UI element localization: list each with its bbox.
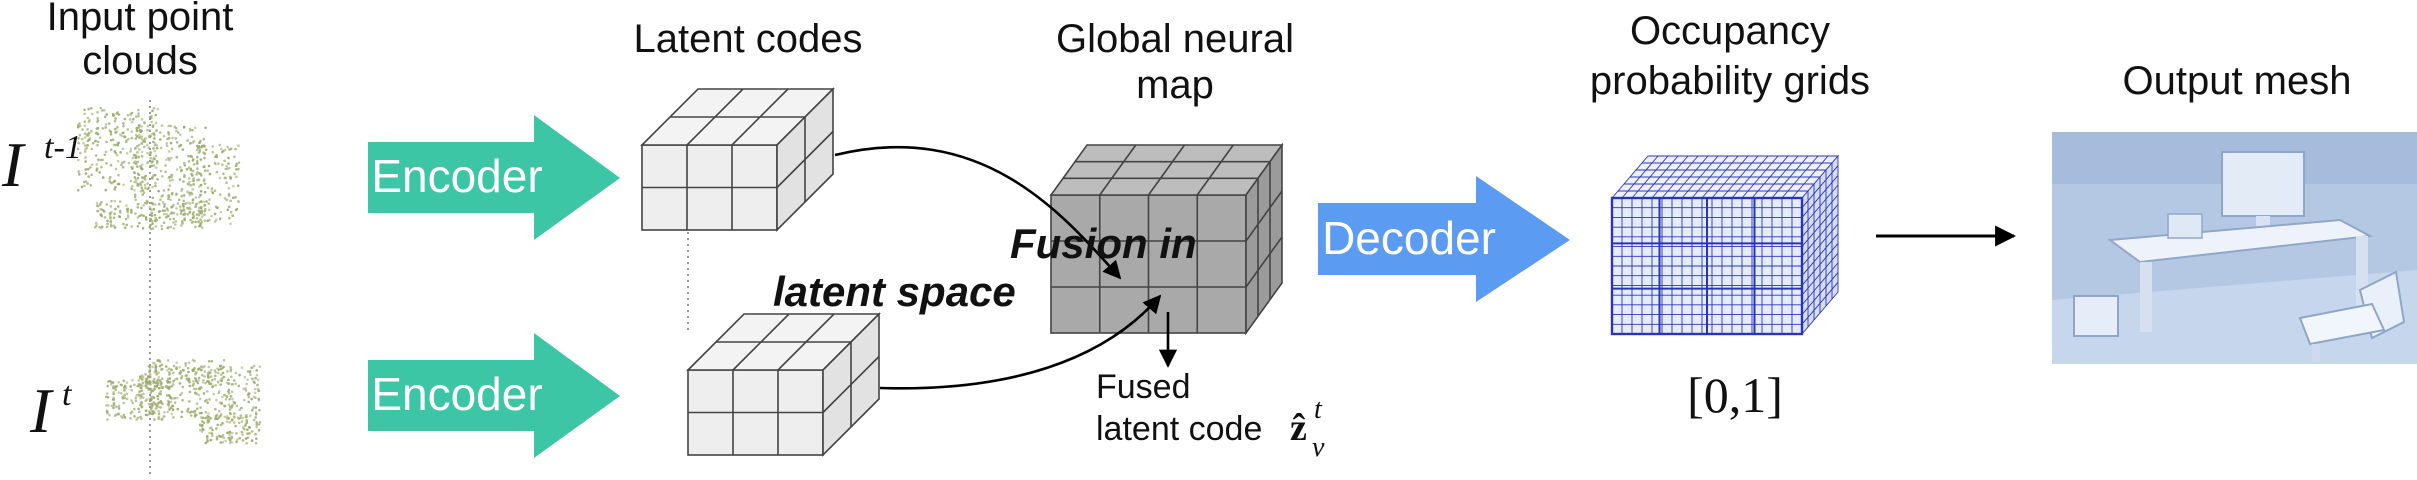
occupancy-title-line1: Occupancy	[1630, 9, 1830, 53]
fused-symbol-z: ẑ	[1290, 407, 1307, 449]
occupancy-range-label: [0,1]	[1687, 367, 1783, 423]
input-title-line1: Input point	[47, 0, 234, 39]
encoder-label-top: Encoder	[371, 150, 542, 202]
encoder-arrow-bottom: Encoder	[368, 333, 620, 458]
global-map-title-line2: map	[1136, 63, 1214, 107]
occupancy-grid-cube	[1610, 154, 1839, 336]
frame-prev-sup: t-1	[44, 129, 82, 166]
fused-symbol-sub: v	[1312, 432, 1325, 463]
point-cloud-prev	[76, 106, 241, 231]
point-cloud-curr	[104, 358, 262, 445]
fusion-arrow-top	[834, 145, 1122, 280]
encoder-label-bottom: Encoder	[371, 368, 542, 420]
fused-label-line2: latent code	[1096, 410, 1262, 448]
fusion-arrow-bottom	[879, 294, 1162, 390]
fusion-label-line1: Fusion in	[1010, 220, 1197, 267]
global-map-title-line1: Global neural	[1056, 17, 1294, 61]
frame-label-prev: I t-1	[1, 129, 82, 200]
encoder-arrow-top: Encoder	[368, 115, 620, 240]
fused-symbol-sup: t	[1314, 394, 1323, 425]
decoder-arrow: Decoder	[1318, 176, 1570, 302]
frame-curr-base: I	[29, 375, 54, 446]
decoder-label: Decoder	[1322, 212, 1496, 264]
fusion-label-line2: latent space	[773, 268, 1016, 315]
frame-curr-sup: t	[62, 376, 73, 413]
output-mesh-render	[2052, 132, 2417, 364]
fused-label-line1: Fused	[1096, 368, 1191, 406]
occupancy-title-line2: probability grids	[1590, 59, 1870, 103]
input-title-line2: clouds	[82, 39, 198, 83]
frame-label-curr: I t	[29, 375, 73, 446]
latent-code-cube-bottom	[686, 312, 881, 457]
output-mesh-title: Output mesh	[2122, 59, 2351, 103]
frame-prev-base: I	[1, 129, 26, 200]
latent-codes-title: Latent codes	[633, 17, 862, 61]
latent-code-cube-top	[640, 87, 835, 232]
fused-code-symbol: ẑ t v	[1290, 394, 1325, 463]
